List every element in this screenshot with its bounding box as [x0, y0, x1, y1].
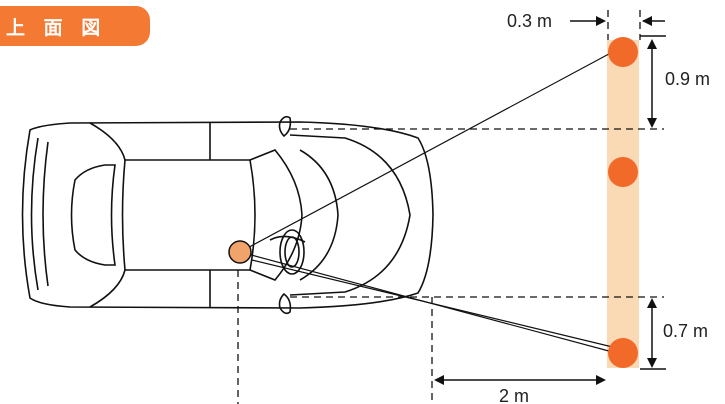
eye-point-icon — [228, 240, 252, 264]
car-top-view-icon — [21, 115, 434, 315]
pole-width-label: 0.3 m — [507, 11, 552, 31]
top-view-badge: 上 面 図 — [0, 6, 150, 46]
dimension-arrows — [434, 16, 666, 385]
bottom-offset-label: 0.7 m — [663, 321, 708, 341]
top-offset-label: 0.9 m — [665, 69, 710, 89]
pole-marker-bottom — [608, 338, 638, 368]
pole-marker-top — [608, 37, 638, 67]
pole-marker-middle — [608, 157, 638, 187]
distance-label: 2 m — [499, 386, 529, 404]
sight-lines — [239, 47, 626, 355]
top-view-badge-label: 上 面 図 — [6, 16, 107, 39]
pole-strip — [607, 40, 639, 368]
reference-dashes — [237, 10, 664, 404]
